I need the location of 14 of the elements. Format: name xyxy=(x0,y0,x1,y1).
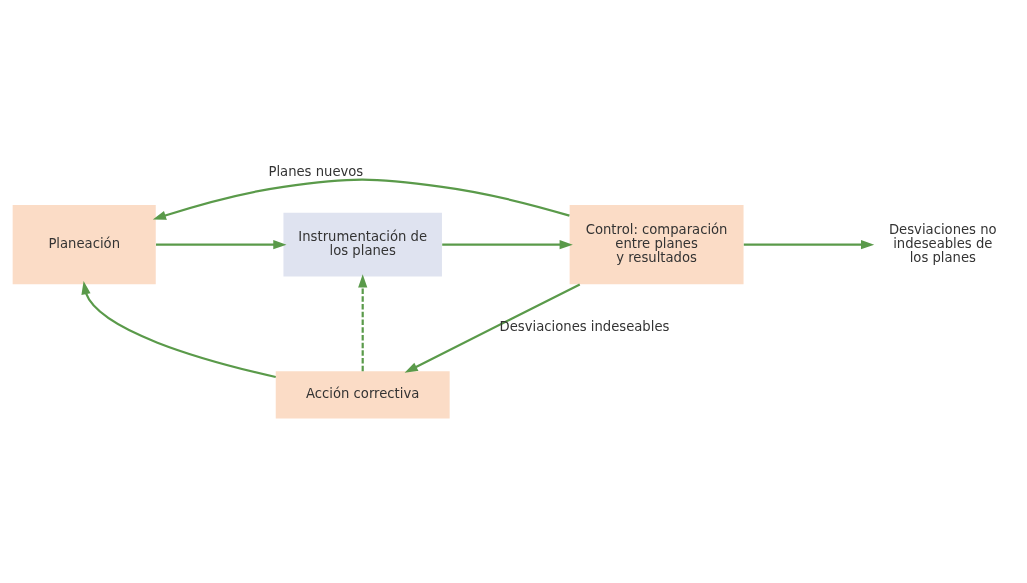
node-box: Control: comparación entre planes y resultados xyxy=(569,204,744,284)
arrow xyxy=(743,239,875,249)
node-text: Desviaciones no indeseables de los planes xyxy=(888,221,997,265)
arrow xyxy=(81,280,276,378)
arrow xyxy=(358,273,368,371)
arrow xyxy=(442,239,573,249)
arrow xyxy=(152,178,570,220)
arrow xyxy=(156,239,287,249)
node-box: Planeación xyxy=(12,204,156,284)
node-box: Acción correctiva xyxy=(275,370,450,419)
arrow xyxy=(404,283,581,373)
node-box: Instrumentación de los planes xyxy=(283,212,442,277)
edge-label: Desviaciones indeseables xyxy=(499,318,670,334)
edge-label: Planes nuevos xyxy=(268,163,364,179)
